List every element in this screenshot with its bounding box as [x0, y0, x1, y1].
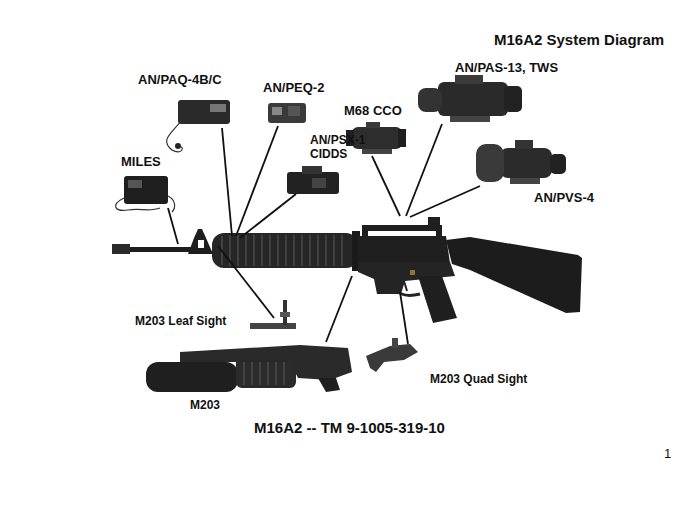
- part-label: AN/PVS-4: [534, 191, 624, 206]
- part-label: AN/PEQ-2: [263, 81, 353, 96]
- carry-handle: [362, 225, 442, 237]
- leader-line: [400, 292, 408, 344]
- rifle: [112, 217, 582, 323]
- leader-line: [240, 194, 296, 238]
- leader-line: [218, 246, 274, 318]
- leader-lines: [168, 124, 480, 344]
- m203-launcher: [146, 345, 352, 392]
- trigger-guard: [392, 281, 420, 295]
- leader-line: [222, 128, 232, 236]
- diagram-caption: M16A2 -- TM 9-1005-319-10: [254, 419, 514, 436]
- leader-line: [406, 124, 442, 216]
- an-psx-1-device: [287, 166, 339, 194]
- part-label: M203 Quad Sight: [430, 373, 550, 387]
- page-number: 1: [664, 447, 688, 462]
- leader-line: [236, 126, 278, 236]
- an-peq-2-device: [268, 103, 306, 123]
- an-paq-4-device: [167, 100, 230, 152]
- leader-line: [372, 156, 400, 216]
- pistol-grip: [418, 276, 457, 323]
- leader-line: [326, 276, 352, 342]
- diagram-title: M16A2 System Diagram: [494, 31, 694, 48]
- front-sight: [188, 229, 213, 254]
- part-label: MILES: [121, 155, 191, 170]
- trigger: [404, 281, 407, 291]
- rear-sight: [428, 217, 440, 226]
- m203-leaf-sight: [250, 300, 296, 329]
- an-pas-13-device: [418, 75, 522, 122]
- selector: [410, 270, 415, 275]
- handguard-ribs: [222, 235, 342, 266]
- handguard: [212, 233, 358, 268]
- leader-line: [168, 208, 178, 244]
- m203-quad-sight: [366, 338, 418, 372]
- part-label: AN/PSX-1 CIDDS: [310, 134, 376, 162]
- part-label: M203: [190, 399, 250, 413]
- miles-device: [116, 176, 175, 212]
- flash-hider: [112, 244, 130, 254]
- stock: [446, 237, 582, 313]
- an-pvs-4-device: [476, 140, 566, 184]
- part-label: AN/PAS-13, TWS: [455, 61, 595, 76]
- part-label: M203 Leaf Sight: [135, 315, 255, 329]
- front-sight-hole: [198, 240, 204, 248]
- leader-line: [410, 186, 480, 217]
- part-label: AN/PAQ-4B/C: [138, 73, 248, 88]
- part-label: M68 CCO: [344, 104, 434, 119]
